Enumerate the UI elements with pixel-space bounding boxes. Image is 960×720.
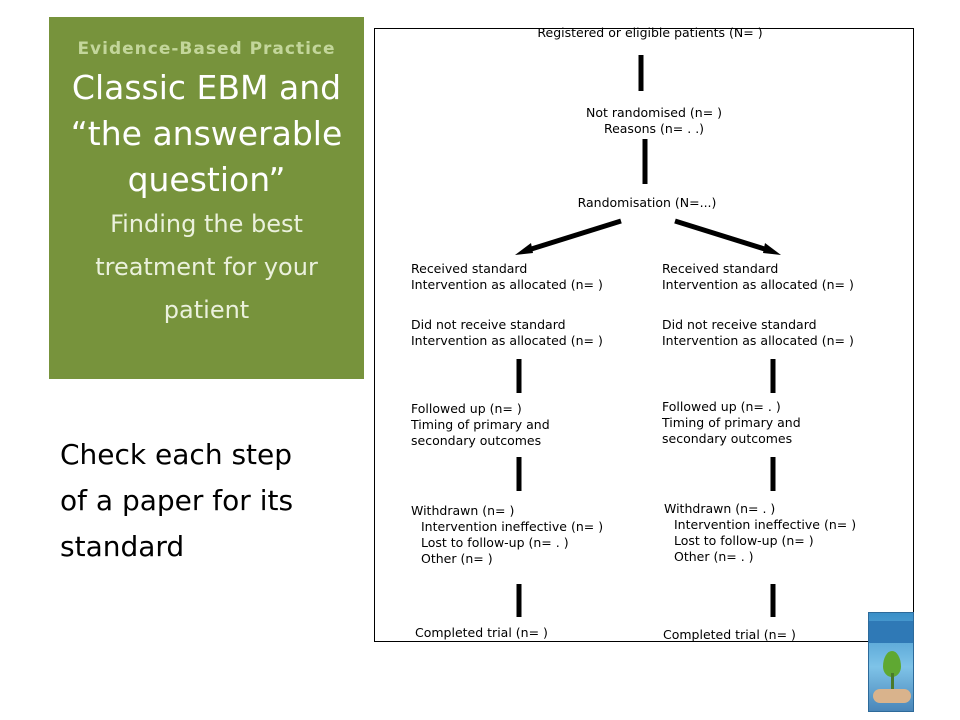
stem-icon <box>891 673 894 693</box>
node-text: Intervention as allocated (n= ) <box>662 277 854 292</box>
not-randomised-node: Not randomised (n= ) Reasons (n= . .) <box>586 105 722 137</box>
left-not-received-node: Did not receive standard Intervention as… <box>411 317 603 349</box>
textbook-cover-icon <box>868 612 914 712</box>
node-text: Timing of primary and <box>411 417 550 432</box>
node-text: Completed trial (n= ) <box>663 627 796 642</box>
node-text: Did not receive standard <box>662 317 817 332</box>
node-text: Intervention as allocated (n= ) <box>411 277 603 292</box>
subtitle-line: Finding the best <box>110 210 303 238</box>
node-text: Other (n= ) <box>421 551 493 566</box>
node-text: Other (n= . ) <box>674 549 754 564</box>
registered-node: Registered or eligible patients (N= ) <box>537 25 762 41</box>
node-text: Received standard <box>411 261 528 276</box>
node-text: secondary outcomes <box>662 431 793 446</box>
node-text: Timing of primary and <box>662 415 801 430</box>
right-received-node: Received standard Intervention as alloca… <box>662 261 854 293</box>
node-text: Registered or eligible patients (N= ) <box>537 25 763 40</box>
node-text: Followed up (n= . ) <box>662 399 781 414</box>
arrow-head <box>763 243 781 255</box>
slide-title: Classic EBM and “the answerable question… <box>49 65 364 203</box>
node-text: Lost to follow-up (n= . ) <box>421 535 569 550</box>
node-text: Received standard <box>662 261 779 276</box>
node-text: Not randomised (n= ) <box>585 105 723 120</box>
leaf-icon <box>883 651 901 677</box>
left-withdrawn-node: Withdrawn (n= ) Intervention ineffective… <box>411 503 603 567</box>
left-completed-node: Completed trial (n= ) <box>415 625 548 641</box>
subtitle-line: patient <box>163 296 250 324</box>
subtitle-line: treatment for your <box>95 253 318 281</box>
title-line: question” <box>127 160 286 199</box>
node-text: Intervention ineffective (n= ) <box>674 517 857 532</box>
body-line: Check each step <box>60 438 293 471</box>
body-text: Check each step of a paper for its stand… <box>60 432 360 570</box>
right-not-received-node: Did not receive standard Intervention as… <box>662 317 854 349</box>
cover-band <box>869 621 913 643</box>
node-text: Intervention as allocated (n= ) <box>411 333 603 348</box>
left-followed-up-node: Followed up (n= ) Timing of primary and … <box>411 401 550 449</box>
right-withdrawn-node: Withdrawn (n= . ) Intervention ineffecti… <box>664 501 856 565</box>
title-line: “the answerable <box>70 114 343 153</box>
node-text: Reasons (n= . .) <box>603 121 705 136</box>
node-text: Withdrawn (n= . ) <box>664 501 776 516</box>
body-line: standard <box>60 530 185 563</box>
node-text: secondary outcomes <box>411 433 542 448</box>
arrow-head <box>515 243 533 255</box>
randomisation-node: Randomisation (N=...) <box>578 195 717 211</box>
title-line: Classic EBM and <box>71 68 342 107</box>
consort-flowchart: Registered or eligible patients (N= ) No… <box>374 25 914 643</box>
node-text: Intervention as allocated (n= ) <box>662 333 854 348</box>
title-box: Evidence-Based Practice Classic EBM and … <box>49 17 364 379</box>
node-text: Withdrawn (n= ) <box>411 503 515 518</box>
connector-line <box>524 218 622 254</box>
right-followed-up-node: Followed up (n= . ) Timing of primary an… <box>662 399 801 447</box>
slide-subtitle: Finding the best treatment for your pati… <box>49 203 364 332</box>
node-text: Intervention ineffective (n= ) <box>421 519 604 534</box>
kicker: Evidence-Based Practice <box>77 39 336 59</box>
hand-icon <box>873 689 911 703</box>
node-text: Lost to follow-up (n= ) <box>674 533 814 548</box>
node-text: Randomisation (N=...) <box>577 195 717 210</box>
node-text: Did not receive standard <box>411 317 566 332</box>
left-received-node: Received standard Intervention as alloca… <box>411 261 603 293</box>
right-completed-node: Completed trial (n= ) <box>663 627 796 643</box>
connector-line <box>674 218 772 254</box>
node-text: Completed trial (n= ) <box>415 625 548 640</box>
body-line: of a paper for its <box>60 484 294 517</box>
flowchart-connectors <box>515 55 781 617</box>
node-text: Followed up (n= ) <box>411 401 522 416</box>
